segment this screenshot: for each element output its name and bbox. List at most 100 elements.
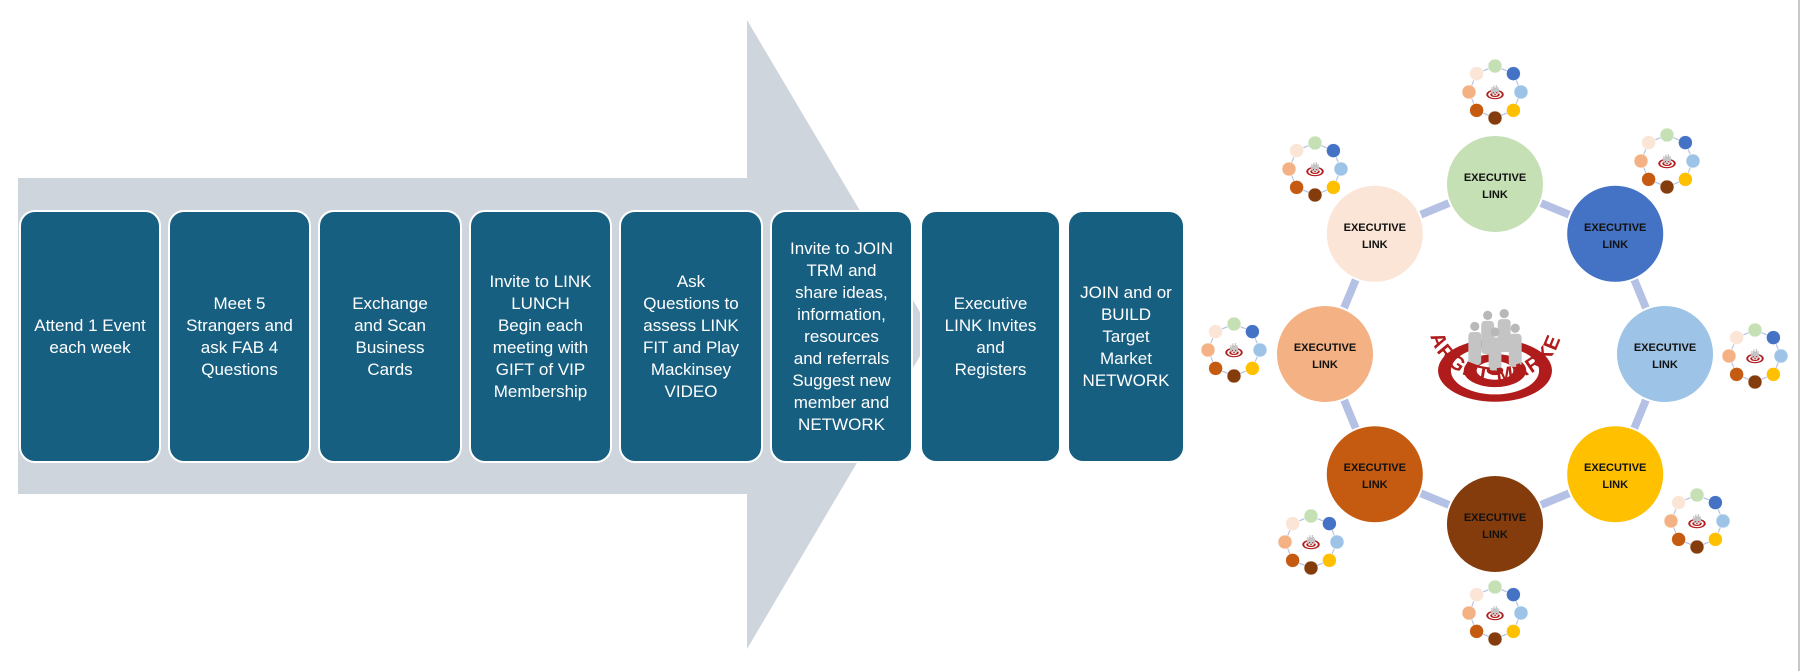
person-icon: [1310, 165, 1313, 171]
executive-link-node: [1245, 324, 1260, 339]
node-circle: [1715, 513, 1731, 529]
node-circle: [1469, 624, 1484, 639]
person-icon: [1696, 518, 1698, 524]
connector: [1482, 68, 1489, 72]
node-circle: [1747, 322, 1763, 338]
connector: [1331, 529, 1335, 536]
executive-link-node: [1307, 135, 1323, 151]
mini-network: [1663, 487, 1731, 555]
person-icon: [1311, 164, 1313, 166]
connector: [1775, 343, 1779, 350]
connector: [1643, 148, 1647, 155]
step-6: Invite to JOIN TRM and share ideas, info…: [770, 210, 913, 463]
connector: [1687, 148, 1691, 155]
executive-link-node: [1285, 516, 1300, 531]
node-circle: [1307, 187, 1323, 203]
executive-link-node: [1289, 143, 1304, 158]
connector: [1684, 497, 1691, 501]
connector: [1761, 376, 1768, 380]
target-market-icon: [1306, 162, 1324, 177]
person-icon: [1232, 343, 1234, 345]
connector: [1302, 145, 1309, 149]
person-icon: [1508, 333, 1522, 367]
executive-link-node: [1685, 153, 1701, 169]
node-label-line2: LINK: [1482, 529, 1508, 541]
connector: [1210, 356, 1214, 363]
node-circle: [1641, 172, 1656, 187]
person-icon: [1699, 517, 1702, 523]
node-circle: [1322, 553, 1337, 568]
person-icon: [1494, 608, 1496, 611]
person-icon: [1663, 156, 1665, 158]
connector: [1482, 112, 1489, 116]
step-2: Meet 5 Strangers and ask FAB 4 Questions: [168, 210, 311, 463]
executive-link-node: [1307, 187, 1323, 203]
person-icon: [1494, 89, 1496, 95]
connector: [1643, 167, 1647, 174]
node-circle: [1747, 374, 1763, 390]
node-circle: [1252, 342, 1268, 358]
person-icon: [1230, 345, 1232, 347]
connector: [1418, 199, 1452, 219]
connector: [1515, 600, 1519, 607]
node-label-line1: EXECUTIVE: [1464, 172, 1526, 184]
connector: [1684, 541, 1691, 545]
executive-link-node: [1487, 579, 1503, 595]
connector: [1501, 633, 1508, 637]
person-icon: [1495, 606, 1498, 608]
node-circle: [1729, 330, 1744, 345]
person-icon: [1497, 87, 1499, 89]
target-market-icon: [1486, 85, 1504, 100]
executive-link-node: [1721, 348, 1737, 364]
node-circle: [1324, 183, 1425, 284]
step-label: Executive LINK Invites and Registers: [944, 293, 1037, 379]
executive-link-node: [1659, 127, 1675, 143]
connector: [1471, 619, 1475, 626]
person-icon: [1499, 308, 1509, 319]
connector: [1418, 489, 1452, 509]
connector: [1482, 589, 1489, 593]
node-circle: [1513, 84, 1529, 100]
step-label: Invite to LINK LUNCH Begin each meeting …: [489, 271, 592, 401]
person-icon: [1750, 352, 1753, 358]
person-icon: [1751, 351, 1753, 353]
connector: [1501, 68, 1508, 72]
step-label: JOIN and or BUILD Target Market NETWORK: [1080, 282, 1172, 390]
connector: [1742, 332, 1749, 336]
executive-link-node: [1200, 342, 1216, 358]
node-label-line1: EXECUTIVE: [1344, 222, 1406, 234]
executive-link-node: [1469, 103, 1484, 118]
person-icon: [1493, 85, 1495, 87]
node-label-line2: LINK: [1482, 189, 1508, 201]
node-circle: [1708, 532, 1723, 547]
connector: [1482, 633, 1489, 637]
person-icon: [1229, 346, 1232, 352]
connector: [1471, 98, 1475, 105]
person-icon: [1510, 323, 1520, 333]
executive-link-node: [1708, 495, 1723, 510]
person-icon: [1495, 85, 1498, 87]
executive-link-node: [1487, 631, 1503, 647]
node-circle: [1678, 172, 1693, 187]
executive-link-node: [1671, 532, 1686, 547]
connector: [1240, 326, 1247, 330]
node-circle: [1277, 534, 1293, 550]
node-circle: [1333, 161, 1349, 177]
connector: [1221, 326, 1228, 330]
node-label-line1: EXECUTIVE: [1634, 342, 1696, 354]
executive-link-node: [1303, 508, 1319, 524]
executive-link-node: [1506, 66, 1521, 81]
person-icon: [1314, 164, 1316, 167]
node-circle: [1506, 624, 1521, 639]
executive-link-node: [1663, 513, 1679, 529]
node-label-line1: EXECUTIVE: [1344, 462, 1406, 474]
executive-link-node: [1333, 161, 1349, 177]
person-icon: [1497, 608, 1499, 610]
executive-link-node: [1678, 135, 1693, 150]
connector: [1654, 137, 1661, 141]
node-circle: [1200, 342, 1216, 358]
node-circle: [1226, 316, 1242, 332]
